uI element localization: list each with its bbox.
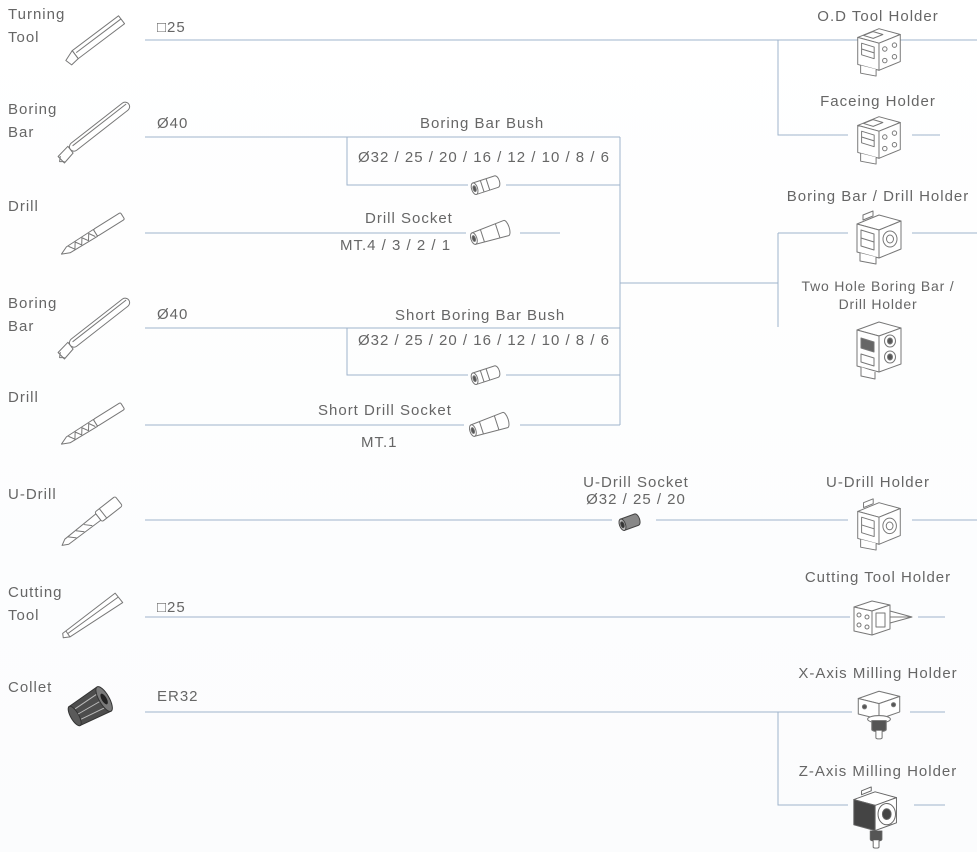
tool-label-line: Tool	[8, 607, 40, 624]
boring-bar-icon	[57, 101, 131, 164]
adapter-label-short-drill-socket: Short Drill Socket	[318, 402, 452, 419]
holder-label-boring-bar-drill: Boring Bar / Drill Holder	[786, 188, 970, 205]
u-drill-holder-icon	[857, 498, 901, 551]
tool-label-line: Turning	[8, 6, 66, 23]
tool-label-turning-tool: Turning Tool	[8, 3, 65, 49]
drill-socket-icon	[468, 219, 513, 248]
tool-label-drill: Drill	[8, 198, 39, 215]
tool-label-line: Tool	[8, 29, 40, 46]
connector-bush-branch-1	[346, 137, 468, 186]
short-boring-bar-bush-icon	[469, 364, 502, 386]
tool-label-boring-bar-2: Boring Bar	[8, 292, 57, 338]
tool-label-drill-2: Drill	[8, 389, 39, 406]
holder-label-two-hole-boring-bar-drill: Two Hole Boring Bar / Drill Holder	[780, 277, 976, 313]
tool-spec-boring-bar: Ø40	[157, 115, 189, 132]
adapter-spec-u-drill-socket: Ø32 / 25 / 20	[586, 491, 686, 508]
connector-collet-branch	[777, 712, 848, 806]
adapter-spec-short-boring-bar-bush: Ø32 / 25 / 20 / 16 / 12 / 10 / 8 / 6	[358, 332, 610, 349]
cutting-tool-holder-icon	[853, 600, 913, 636]
tool-spec-turning-tool: □25	[157, 19, 186, 36]
connector-lines	[145, 39, 977, 806]
adapter-label-boring-bar-bush: Boring Bar Bush	[420, 115, 545, 132]
tool-spec-boring-bar-2: Ø40	[157, 306, 189, 323]
faceing-holder-icon	[857, 116, 901, 165]
tool-label-cutting-tool: Cutting Tool	[8, 581, 63, 627]
tool-label-line: Boring	[8, 101, 58, 118]
boring-bar-bush-icon	[469, 174, 502, 196]
u-drill-icon	[61, 496, 123, 546]
drill-icon	[60, 212, 125, 255]
adapter-label-u-drill-socket: U-Drill Socket	[583, 474, 689, 491]
adapter-label-short-boring-bar-bush: Short Boring Bar Bush	[395, 307, 566, 324]
tool-label-u-drill: U-Drill	[8, 486, 57, 503]
two-hole-boring-bar-drill-holder-icon	[856, 321, 902, 380]
holder-label-line: Drill Holder	[838, 296, 918, 312]
adapter-spec-short-drill-socket: MT.1	[361, 434, 398, 451]
adapter-label-drill-socket: Drill Socket	[365, 210, 453, 227]
tool-label-line: Cutting	[8, 584, 63, 601]
holder-label-x-axis-milling: X-Axis Milling Holder	[798, 665, 958, 682]
holder-label-line: Two Hole Boring Bar /	[801, 278, 955, 294]
connector-bush-branch-2	[346, 328, 468, 376]
holder-label-faceing: Faceing Holder	[820, 93, 936, 110]
u-drill-socket-icon	[617, 512, 642, 532]
drill-icon	[60, 402, 125, 445]
tool-spec-cutting-tool: □25	[157, 599, 186, 616]
adapter-spec-boring-bar-bush: Ø32 / 25 / 20 / 16 / 12 / 10 / 8 / 6	[358, 149, 610, 166]
cutting-tool-icon	[62, 592, 124, 639]
tool-label-line: Bar	[8, 124, 35, 141]
adapter-spec-drill-socket: MT.4 / 3 / 2 / 1	[340, 237, 452, 254]
tool-label-line: Boring	[8, 295, 58, 312]
connector-od-faceing-branch	[777, 40, 848, 136]
tool-label-collet: Collet	[8, 679, 53, 696]
holder-label-u-drill: U-Drill Holder	[825, 474, 930, 491]
tool-spec-collet: ER32	[157, 688, 199, 705]
short-drill-socket-icon	[467, 411, 512, 440]
holder-label-od-tool: O.D Tool Holder	[817, 8, 939, 25]
tool-label-line: Bar	[8, 318, 35, 335]
tool-label-boring-bar: Boring Bar	[8, 98, 57, 144]
holder-label-cutting-tool: Cutting Tool Holder	[804, 569, 952, 586]
x-axis-milling-holder-icon	[857, 690, 901, 740]
collet-icon	[67, 686, 113, 727]
od-tool-holder-icon	[857, 28, 901, 77]
z-axis-milling-holder-icon	[853, 786, 897, 849]
holder-label-z-axis-milling: Z-Axis Milling Holder	[798, 763, 958, 780]
boring-bar-icon	[57, 297, 131, 360]
turning-tool-icon	[65, 15, 126, 66]
boring-bar-drill-holder-icon	[856, 210, 902, 265]
